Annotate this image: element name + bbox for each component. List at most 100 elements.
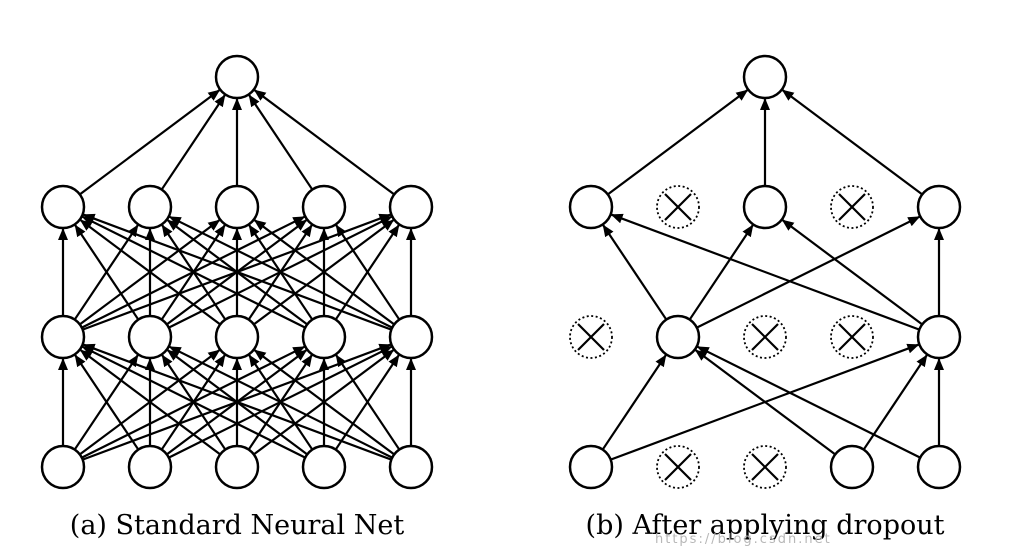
neuron-circle [40,314,86,360]
dropout-node-hidden-1-2 [655,314,701,360]
standard-node-input-3 [214,444,260,490]
cross-icon [838,323,866,351]
dropout-dropped-node-input-2 [656,445,700,489]
neuron-circle [40,444,86,490]
neuron-circle [127,184,173,230]
standard-edge-hidden-2-1-to-output-1 [79,89,221,196]
standard-edge-hidden-1-5-to-hidden-2-3 [253,219,395,326]
standard-network-edges [58,89,416,461]
caption-standard-neural-net: (a) Standard Neural Net [70,510,405,541]
standard-network-nodes [40,54,434,490]
neuron-circle [388,184,434,230]
standard-edge-hidden-2-5-to-output-1 [253,89,395,196]
neuron-circle [40,184,86,230]
neuron-circle [214,184,260,230]
dropout-network-edges [601,89,944,461]
neuron-circle [829,444,875,490]
standard-node-hidden-2-2 [127,184,173,230]
dropout-edge-input-4-to-hidden-1-2 [694,349,836,456]
dropout-node-input-5 [916,444,962,490]
standard-node-input-5 [388,444,434,490]
neuron-circle [742,184,788,230]
cross-icon [751,323,779,351]
neuron-circle [301,314,347,360]
standard-node-input-4 [301,444,347,490]
neuron-circle [388,444,434,490]
dropout-dropped-node-hidden-2-4 [830,185,874,229]
standard-edge-hidden-2-2-to-output-1 [160,94,226,191]
watermark-text: https://blog.csdn.net [655,532,832,547]
standard-edge-input-4-to-hidden-1-1 [81,345,306,459]
caption-after-dropout: (b) After applying dropout [586,510,945,541]
neuron-circle [916,444,962,490]
standard-edge-input-5-to-hidden-1-2 [168,345,393,459]
standard-node-hidden-1-1 [40,314,86,360]
dropout-edge-input-5-to-hidden-1-2 [696,345,921,459]
dropout-edge-hidden-1-2-to-hidden-2-3 [688,224,754,321]
dropout-dropped-node-hidden-1-1 [569,315,613,359]
standard-node-hidden-2-1 [40,184,86,230]
cross-icon [838,193,866,221]
standard-network-panel [40,54,434,490]
neuron-circle [301,444,347,490]
standard-node-hidden-1-4 [301,314,347,360]
standard-edge-hidden-2-4-to-output-1 [248,94,314,191]
cross-icon [664,453,692,481]
dropout-network-nodes [568,54,962,490]
dropout-dropped-node-hidden-1-4 [830,315,874,359]
neuron-circle [568,444,614,490]
dropout-dropped-node-input-3 [743,445,787,489]
dropout-dropped-node-hidden-2-2 [656,185,700,229]
neuron-circle [742,54,788,100]
dropout-edge-input-1-to-hidden-1-2 [601,354,667,451]
standard-node-hidden-2-4 [301,184,347,230]
neuron-circle [214,444,260,490]
standard-edge-input-5-to-hidden-1-4 [335,354,401,451]
standard-node-hidden-1-2 [127,314,173,360]
standard-edge-hidden-1-3-to-hidden-2-1 [79,219,221,326]
standard-node-hidden-2-5 [388,184,434,230]
dropout-edge-hidden-1-5-to-hidden-2-3 [781,219,923,326]
neuron-circle [127,314,173,360]
dropout-edge-hidden-1-2-to-hidden-2-1 [602,224,668,321]
cross-icon [751,453,779,481]
dropout-node-hidden-1-5 [916,314,962,360]
dropout-edge-hidden-2-5-to-output-1 [781,89,923,196]
dropout-edge-hidden-1-5-to-hidden-2-1 [610,213,920,331]
neuron-circle [388,314,434,360]
standard-edge-input-5-to-hidden-1-3 [253,349,395,456]
standard-node-hidden-2-3 [214,184,260,230]
dropout-edge-hidden-2-1-to-output-1 [607,89,749,196]
standard-node-input-2 [127,444,173,490]
dropout-node-hidden-2-3 [742,184,788,230]
standard-edge-input-2-to-hidden-1-1 [74,354,140,451]
cross-icon [577,323,605,351]
standard-node-input-1 [40,444,86,490]
dropout-node-hidden-2-1 [568,184,614,230]
dropout-node-hidden-2-5 [916,184,962,230]
standard-node-hidden-1-3 [214,314,260,360]
dropout-network-panel [568,54,962,490]
cross-icon [664,193,692,221]
standard-edge-hidden-1-4-to-hidden-2-1 [81,215,306,329]
standard-edge-hidden-1-5-to-hidden-2-1 [82,213,392,331]
neuron-circle [655,314,701,360]
standard-edge-hidden-1-2-to-hidden-2-1 [74,224,140,321]
standard-node-output-1 [214,54,260,100]
neuron-circle [301,184,347,230]
dropout-node-input-4 [829,444,875,490]
dropout-edge-hidden-1-2-to-hidden-2-5 [696,215,921,329]
neuron-circle [916,184,962,230]
dropout-dropped-node-hidden-1-3 [743,315,787,359]
neuron-circle [916,314,962,360]
neuron-circle [127,444,173,490]
neuron-circle [214,314,260,360]
standard-edge-hidden-1-5-to-hidden-2-2 [168,215,393,329]
standard-node-hidden-1-5 [388,314,434,360]
neuron-circle [214,54,260,100]
standard-edge-hidden-1-5-to-hidden-2-4 [335,224,401,321]
standard-edge-input-3-to-hidden-1-1 [79,349,221,456]
neuron-circle [568,184,614,230]
dropout-node-output-1 [742,54,788,100]
